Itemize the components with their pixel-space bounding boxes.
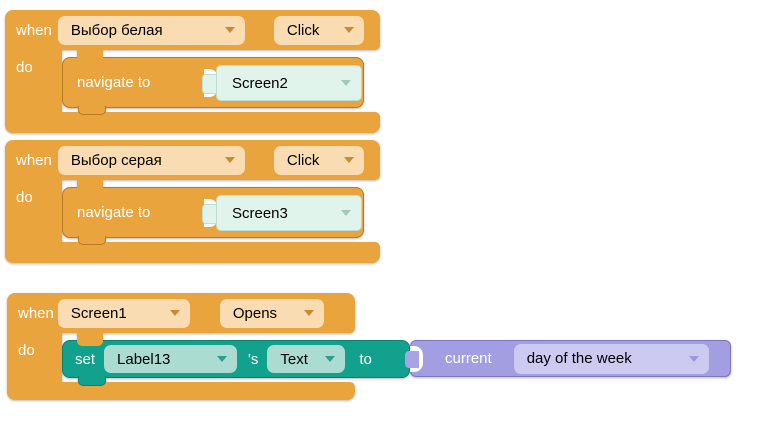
possessive-label: 's xyxy=(248,350,259,368)
set-label: set xyxy=(75,350,96,368)
chevron-down-icon xyxy=(343,157,354,163)
set-property-block[interactable]: set Label13 's Text to xyxy=(62,340,410,386)
component-dropdown[interactable]: Выбор белая xyxy=(57,15,245,45)
screen-dropdown[interactable]: Screen2 xyxy=(216,65,362,101)
screen-dropdown-value: Screen3 xyxy=(232,204,288,222)
block-footer xyxy=(7,382,355,400)
component-dropdown-value: Выбор белая xyxy=(70,21,163,39)
event-dropdown-value: Click xyxy=(286,21,320,39)
value-plug-tab xyxy=(405,351,419,368)
statement-notch-tab xyxy=(77,332,103,346)
block-footer xyxy=(5,242,380,263)
chevron-down-icon xyxy=(688,355,699,362)
do-label: do xyxy=(16,189,33,206)
property-dropdown[interactable]: Text xyxy=(267,345,346,373)
when-opens-block[interactable]: when Screen1 Opens do set Label13 's Tex… xyxy=(7,293,731,400)
do-label: do xyxy=(16,59,33,76)
when-label: when xyxy=(16,151,52,169)
navigate-to-label: navigate to xyxy=(77,74,151,91)
do-label: do xyxy=(18,342,35,359)
event-dropdown[interactable]: Click xyxy=(273,15,364,45)
when-header[interactable]: when Screen1 Opens xyxy=(7,293,355,333)
chevron-down-icon xyxy=(325,356,336,362)
chevron-down-icon xyxy=(224,27,235,33)
when-click-block-1[interactable]: when Выбор белая Click do navigate to Sc… xyxy=(5,10,380,133)
chevron-down-icon xyxy=(303,310,314,316)
when-header[interactable]: when Выбор белая Click xyxy=(5,10,380,50)
do-column: do xyxy=(7,332,62,383)
component-dropdown-value: Выбор серая xyxy=(70,151,162,169)
when-label: when xyxy=(18,304,54,322)
event-dropdown-value: Opens xyxy=(232,304,278,322)
next-connector-bump xyxy=(78,376,106,386)
statement-notch-tab xyxy=(77,179,103,193)
navigate-to-block[interactable]: navigate to Screen2 xyxy=(62,57,364,115)
do-column: do xyxy=(5,49,62,113)
current-label: current xyxy=(445,350,492,367)
navigate-to-label: navigate to xyxy=(77,204,151,221)
component-dropdown[interactable]: Screen1 xyxy=(57,298,190,328)
to-label: to xyxy=(359,350,372,368)
screen-dropdown-value: Screen2 xyxy=(232,74,288,92)
chevron-down-icon xyxy=(341,80,351,86)
block-footer xyxy=(5,112,380,133)
chevron-down-icon xyxy=(224,157,235,163)
event-dropdown-value: Click xyxy=(286,151,320,169)
when-click-block-2[interactable]: when Выбор серая Click do navigate to Sc… xyxy=(5,140,380,263)
chevron-down-icon xyxy=(217,356,228,362)
chevron-down-icon xyxy=(341,210,351,216)
chevron-down-icon xyxy=(169,310,180,316)
event-dropdown[interactable]: Opens xyxy=(219,298,324,328)
when-label: when xyxy=(16,21,52,39)
statement-notch-tab xyxy=(77,49,103,63)
when-header[interactable]: when Выбор серая Click xyxy=(5,140,380,180)
component-dropdown-value: Screen1 xyxy=(70,304,127,322)
current-datetime-block[interactable]: current day of the week xyxy=(405,340,731,377)
screen-dropdown[interactable]: Screen3 xyxy=(216,195,362,231)
datetime-unit-dropdown[interactable]: day of the week xyxy=(513,343,709,374)
next-connector-bump xyxy=(78,236,106,245)
component-dropdown[interactable]: Выбор серая xyxy=(57,145,245,175)
target-component-value: Label13 xyxy=(117,350,171,368)
target-component-dropdown[interactable]: Label13 xyxy=(104,345,238,373)
event-dropdown[interactable]: Click xyxy=(273,145,364,175)
datetime-unit-value: day of the week xyxy=(526,350,632,367)
property-value: Text xyxy=(280,350,308,368)
navigate-to-block[interactable]: navigate to Screen3 xyxy=(62,187,364,245)
chevron-down-icon xyxy=(343,27,354,33)
do-column: do xyxy=(5,179,62,243)
next-connector-bump xyxy=(78,106,106,115)
